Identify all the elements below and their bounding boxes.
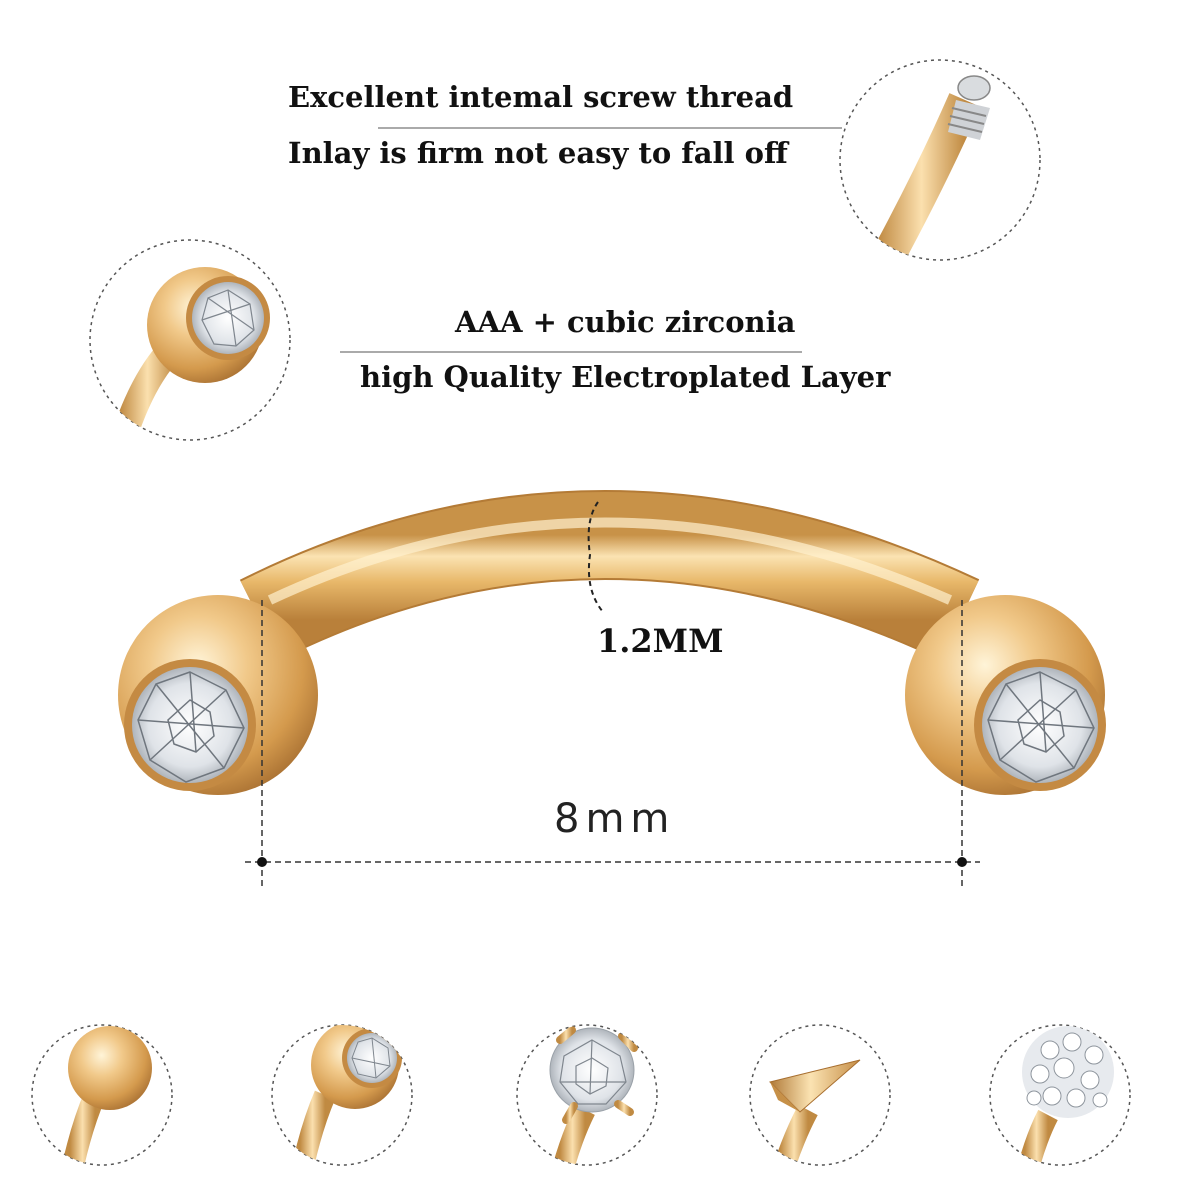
zirconia-feature-title: AAA + cubic zirconia [455,305,796,339]
length-dimension [245,600,980,890]
thickness-marker [587,501,604,613]
curved-barbell [118,490,1106,795]
gem-ball-icon [271,1024,413,1166]
thread-feature-title: Excellent intemal screw thread [288,80,794,114]
thread-detail-zoom [839,59,1041,261]
thread-feature-subtitle: Inlay is firm not easy to fall off [288,136,788,170]
gem-detail-zoom [89,239,291,441]
spike-icon [749,1024,891,1166]
length-label: 8mm [554,796,676,842]
zirconia-feature-subtitle: high Quality Electroplated Layer [360,360,891,394]
crystal-ball-icon [989,1024,1131,1166]
plain-ball-icon [31,1024,173,1166]
prong-gem-icon [516,1024,658,1166]
thickness-label: 1.2MM [597,622,724,660]
